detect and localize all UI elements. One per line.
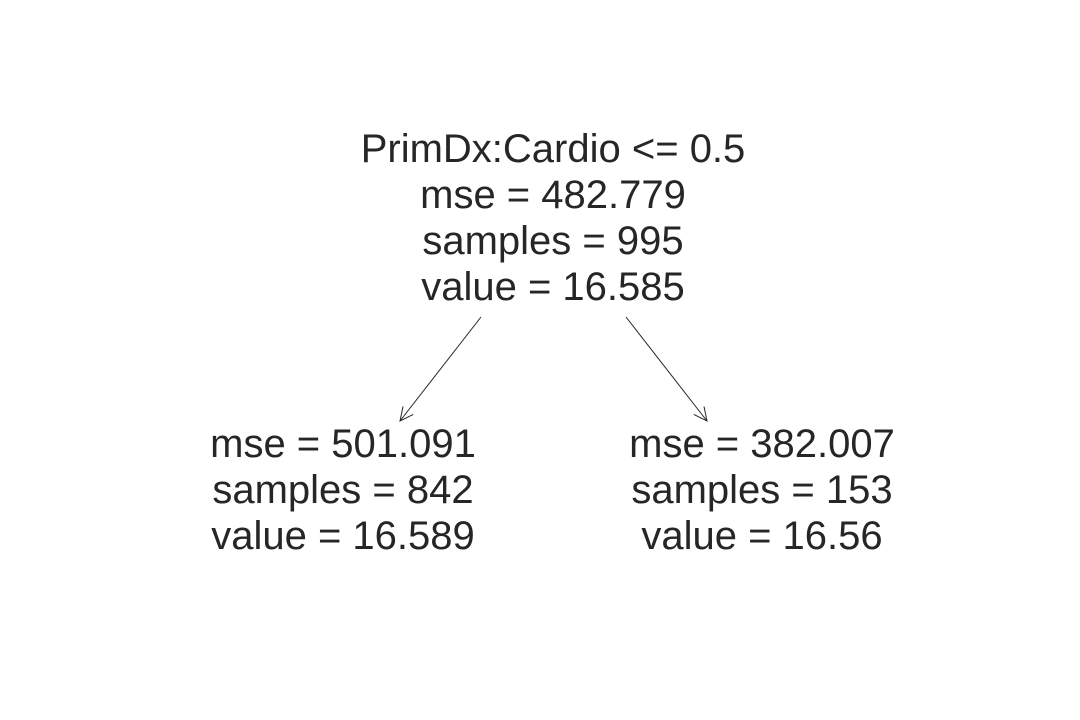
- root-samples: samples = 995: [422, 219, 684, 263]
- right-leaf-node: mse = 382.007 samples = 153 value = 16.5…: [629, 421, 895, 559]
- root-mse: mse = 482.779: [420, 173, 686, 217]
- root-split-condition: PrimDx:Cardio <= 0.5: [360, 127, 746, 171]
- left-leaf-node: mse = 501.091 samples = 842 value = 16.5…: [210, 421, 476, 559]
- right-value: value = 16.56: [641, 514, 883, 558]
- edge-root-to-left: [399, 316, 482, 422]
- right-samples: samples = 153: [631, 468, 893, 512]
- left-mse: mse = 501.091: [210, 422, 476, 466]
- edge-root-to-right: [625, 316, 708, 422]
- edge-right-arrowhead: [693, 406, 708, 422]
- right-mse: mse = 382.007: [629, 422, 895, 466]
- root-value: value = 16.585: [421, 265, 685, 309]
- edge-left-arrowhead: [399, 406, 414, 422]
- root-node: PrimDx:Cardio <= 0.5 mse = 482.779 sampl…: [361, 126, 746, 310]
- left-samples: samples = 842: [212, 468, 474, 512]
- left-value: value = 16.589: [211, 514, 475, 558]
